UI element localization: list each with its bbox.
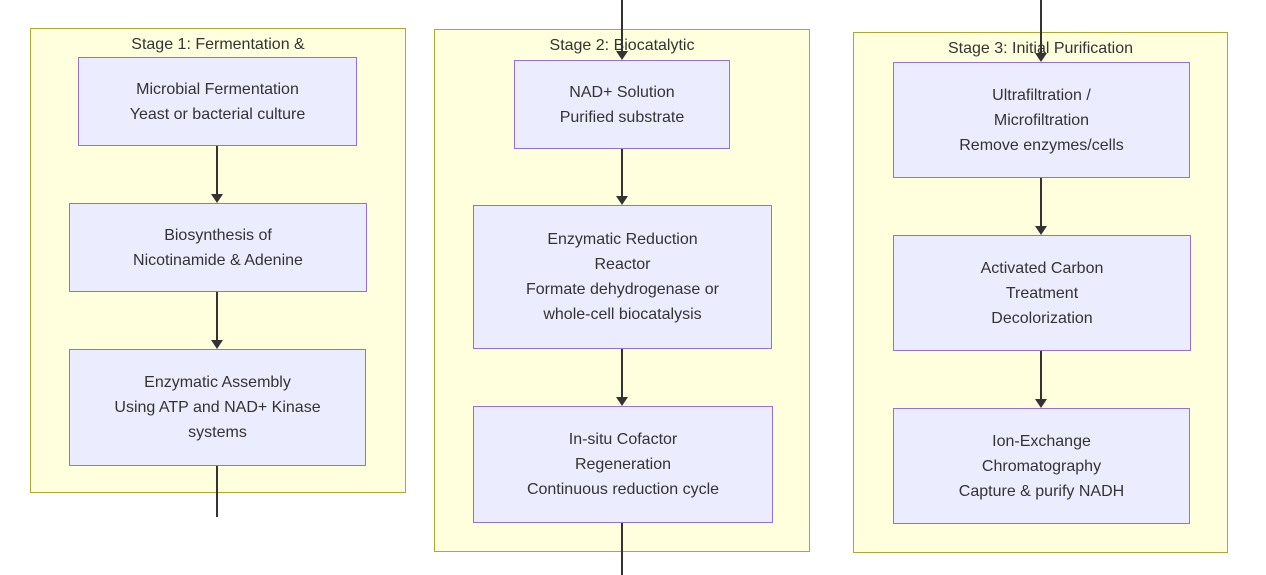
arrow-line [216, 292, 218, 340]
node-enzymatic-assembly: Enzymatic Assembly Using ATP and NAD+ Ki… [69, 349, 366, 466]
node-text-line: Microbial Fermentation [136, 80, 299, 98]
arrow-line [216, 146, 218, 194]
stage-1-title: Stage 1: Fermentation & [131, 36, 305, 53]
arrow-head [1035, 399, 1047, 408]
node-nad-solution: NAD+ Solution Purified substrate [514, 60, 730, 149]
node-text-line: Ultrafiltration / [992, 86, 1091, 104]
node-text-line: Activated Carbon [980, 259, 1104, 277]
arrow-head [1035, 53, 1047, 62]
node-text-line: Decolorization [991, 309, 1093, 327]
node-text-line: Treatment [1005, 284, 1079, 302]
node-text-line: Reactor [594, 256, 651, 273]
arrow-head [211, 340, 223, 349]
node-text-line: NAD+ Solution [569, 83, 675, 101]
node-microbial-fermentation: Microbial Fermentation Yeast or bacteria… [78, 57, 357, 146]
node-text-line: Microfiltration [993, 111, 1090, 129]
node-text-line: Remove enzymes/cells [959, 136, 1124, 154]
node-text-line: Purified substrate [559, 108, 685, 126]
node-text-line: whole-cell biocatalysis [543, 306, 702, 323]
node-text-line: Chromatography [981, 457, 1102, 475]
arrow-line-entry-stage-3 [1040, 0, 1042, 53]
arrow-head [616, 397, 628, 406]
node-text-line: Biosynthesis of [164, 226, 272, 244]
node-text-line: Ion-Exchange [992, 432, 1091, 450]
arrow-line-entry-stage-2 [621, 0, 623, 51]
node-activated-carbon: Activated Carbon Treatment Decolorizatio… [893, 235, 1191, 351]
node-text-line: In-situ Cofactor [568, 431, 678, 448]
arrow-head [616, 196, 628, 205]
node-text-line: Formate dehydrogenase or [526, 281, 719, 298]
node-text-line: Yeast or bacterial culture [129, 105, 306, 123]
node-text-line: Regeneration [574, 456, 672, 473]
node-ultrafiltration: Ultrafiltration / Microfiltration Remove… [893, 62, 1190, 178]
node-biosynthesis: Biosynthesis of Nicotinamide & Adenine [69, 203, 367, 292]
node-insitu-cofactor-regeneration: In-situ Cofactor Regeneration Continuous… [473, 406, 773, 523]
node-text-line: Capture & purify NADH [958, 482, 1125, 500]
arrow-head [616, 51, 628, 60]
node-text-line: systems [188, 424, 247, 441]
node-text-line: Nicotinamide & Adenine [133, 251, 303, 269]
node-enzymatic-reduction-reactor: Enzymatic Reduction Reactor Formate dehy… [473, 205, 772, 349]
arrow-head [211, 194, 223, 203]
arrow-line [621, 349, 623, 397]
node-text-line: Enzymatic Reduction [547, 231, 698, 248]
arrow-line [1040, 178, 1042, 226]
node-text-line: Using ATP and NAD+ Kinase [114, 399, 321, 416]
node-ion-exchange: Ion-Exchange Chromatography Capture & pu… [893, 408, 1190, 524]
arrow-line-exit-stage-1 [216, 466, 218, 517]
arrow-line [1040, 351, 1042, 399]
node-text-line: Enzymatic Assembly [144, 374, 291, 391]
node-text-line: Continuous reduction cycle [526, 481, 720, 498]
arrow-head [1035, 226, 1047, 235]
arrow-line-exit-stage-2 [621, 523, 623, 575]
arrow-line [621, 149, 623, 196]
